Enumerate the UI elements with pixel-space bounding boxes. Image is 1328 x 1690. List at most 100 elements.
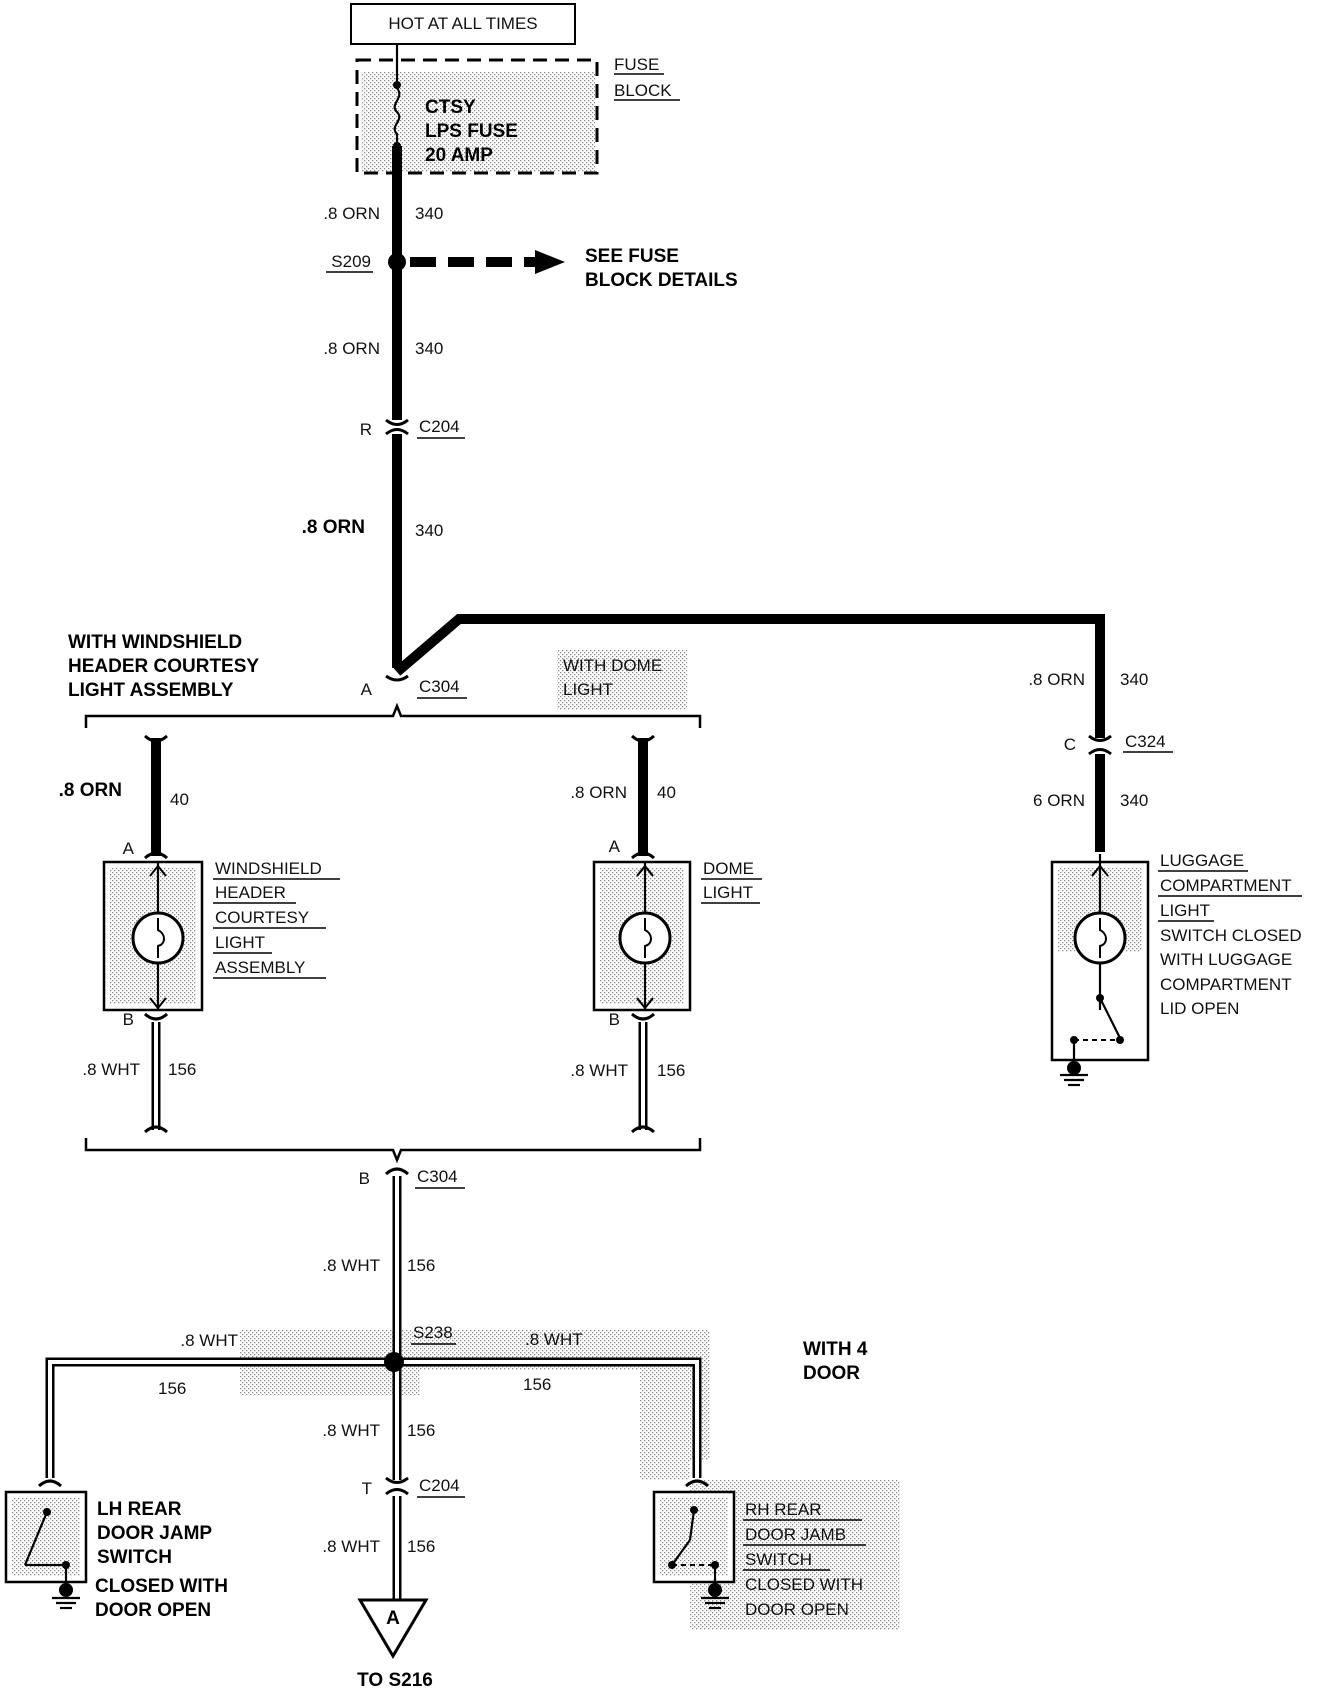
windshield-option-3: LIGHT ASSEMBLY	[68, 680, 234, 701]
dome-comp-1: DOME	[703, 859, 754, 878]
ws-top-circuit: 40	[170, 790, 189, 809]
bulb-icon	[618, 911, 672, 965]
lh-comp-4: CLOSED WITH	[95, 1576, 228, 1597]
wire-size-1: .8 ORN	[323, 204, 380, 223]
terminal-a-icon	[357, 1598, 429, 1659]
dome-comp-2: LIGHT	[703, 883, 753, 902]
ws-bot-circuit: 156	[168, 1060, 196, 1079]
switch-icon	[688, 1509, 696, 1541]
windshield-option-1: WITH WINDSHIELD	[68, 632, 242, 653]
wire-size-2: .8 ORN	[323, 339, 380, 358]
c324-label: C324	[1125, 732, 1166, 751]
c204-top-pin: R	[360, 420, 372, 439]
ws-comp-4: LIGHT	[215, 933, 265, 952]
ws-top-size: .8 ORN	[59, 780, 122, 801]
c304-a-pin: A	[361, 680, 373, 699]
splice-s209	[388, 253, 406, 271]
wire-156-rh	[397, 1360, 699, 1478]
windshield-option-2: HEADER COURTESY	[68, 656, 259, 677]
lug-comp-2: COMPARTMENT	[1160, 876, 1292, 895]
lh-wht-circuit: 156	[158, 1379, 186, 1398]
lug-comp-3: LIGHT	[1160, 901, 1210, 920]
c304-b-label: C304	[417, 1167, 458, 1186]
lug1-circuit: 340	[1120, 670, 1148, 689]
splice-s209-label: S209	[331, 252, 371, 271]
ws-pin-a: A	[123, 839, 135, 858]
dome-top-size: .8 ORN	[570, 783, 627, 802]
main-wht1-circuit: 156	[407, 1256, 435, 1275]
ws-comp-5: ASSEMBLY	[215, 958, 305, 977]
dome-pin-b: B	[609, 1010, 620, 1029]
main-wht3-circuit: 156	[407, 1537, 435, 1556]
dome-bot-size: .8 WHT	[570, 1061, 628, 1080]
power-source-box	[350, 3, 576, 45]
splice-s238-label: S238	[413, 1323, 453, 1342]
ws-comp-1: WINDSHIELD	[215, 859, 322, 878]
lh-comp-3: SWITCH	[97, 1547, 172, 1568]
bulb-icon	[1073, 911, 1127, 965]
lug-comp-5: WITH LUGGAGE	[1160, 950, 1292, 969]
lug-comp-4: SWITCH CLOSED	[1160, 926, 1302, 945]
option-brace-top	[84, 702, 702, 728]
see-fuse-1: SEE FUSE	[585, 246, 679, 267]
c304-a-label: C304	[419, 677, 460, 696]
lh-comp-5: DOOR OPEN	[95, 1600, 211, 1621]
dome-top-circuit: 40	[657, 783, 676, 802]
rh-wht-circuit: 156	[523, 1375, 551, 1394]
wire-340-luggage-branch	[393, 614, 1105, 740]
lh-comp-1: LH REAR	[97, 1499, 182, 1520]
ws-pin-b: B	[123, 1010, 134, 1029]
lug2-circuit: 340	[1120, 791, 1148, 810]
main-wht3-size: .8 WHT	[322, 1537, 380, 1556]
four-door-option-1: WITH 4	[803, 1339, 868, 1360]
dome-option-1: WITH DOME	[563, 656, 662, 675]
wire-circuit-2: 340	[415, 339, 443, 358]
ground-icon	[701, 1596, 729, 1610]
ground-icon	[52, 1596, 80, 1610]
dome-pin-a: A	[609, 837, 621, 856]
c204-bot-label: C204	[419, 1476, 460, 1495]
lug-comp-7: LID OPEN	[1160, 999, 1239, 1018]
fuse-name-3: 20 AMP	[425, 145, 493, 166]
rh-comp-1: RH REAR	[745, 1500, 822, 1519]
c204-bot-pin: T	[362, 1479, 372, 1498]
rh-comp-4: CLOSED WITH	[745, 1575, 863, 1594]
fuse-block-outline	[355, 58, 599, 175]
rh-wht-size: .8 WHT	[525, 1330, 583, 1349]
lug2-size: 6 ORN	[1033, 791, 1085, 810]
fuse-icon	[393, 87, 401, 144]
lh-wht-size: .8 WHT	[180, 1331, 238, 1350]
power-source-label: HOT AT ALL TIMES	[388, 14, 537, 33]
wire-circuit-3: 340	[415, 521, 443, 540]
bulb-icon	[131, 911, 185, 965]
rh-comp-2: DOOR JAMB	[745, 1525, 846, 1544]
fuse-name-1: CTSY	[425, 97, 476, 118]
four-door-option-2: DOOR	[803, 1363, 860, 1384]
rh-comp-5: DOOR OPEN	[745, 1600, 849, 1619]
fuse-block-label-2: BLOCK	[614, 81, 672, 100]
dome-bot-circuit: 156	[657, 1061, 685, 1080]
s209-arrow-icon	[535, 250, 565, 274]
main-wht2-circuit: 156	[407, 1421, 435, 1440]
wire-156-lh	[48, 1360, 397, 1478]
switch-icon	[1099, 997, 1121, 1039]
lh-comp-2: DOOR JAMP	[97, 1523, 212, 1544]
option-brace-bottom	[84, 1138, 702, 1164]
splice-s238	[384, 1352, 404, 1372]
see-fuse-2: BLOCK DETAILS	[585, 270, 738, 291]
rh-comp-3: SWITCH	[745, 1550, 812, 1569]
ws-bot-size: .8 WHT	[82, 1060, 140, 1079]
dome-option-2: LIGHT	[563, 680, 613, 699]
fuse-block-label-1: FUSE	[614, 55, 659, 74]
terminal-to-label: TO S216	[357, 1670, 433, 1690]
dome-option-shade	[557, 650, 687, 710]
lug-comp-1: LUGGAGE	[1160, 851, 1244, 870]
wire-circuit-1: 340	[415, 204, 443, 223]
c204-top-label: C204	[419, 417, 460, 436]
switch-icon	[23, 1511, 49, 1566]
fuse-name-2: LPS FUSE	[425, 121, 518, 142]
c324-pin: C	[1064, 735, 1076, 754]
lug1-size: .8 ORN	[1028, 670, 1085, 689]
terminal-letter: A	[386, 1608, 400, 1629]
